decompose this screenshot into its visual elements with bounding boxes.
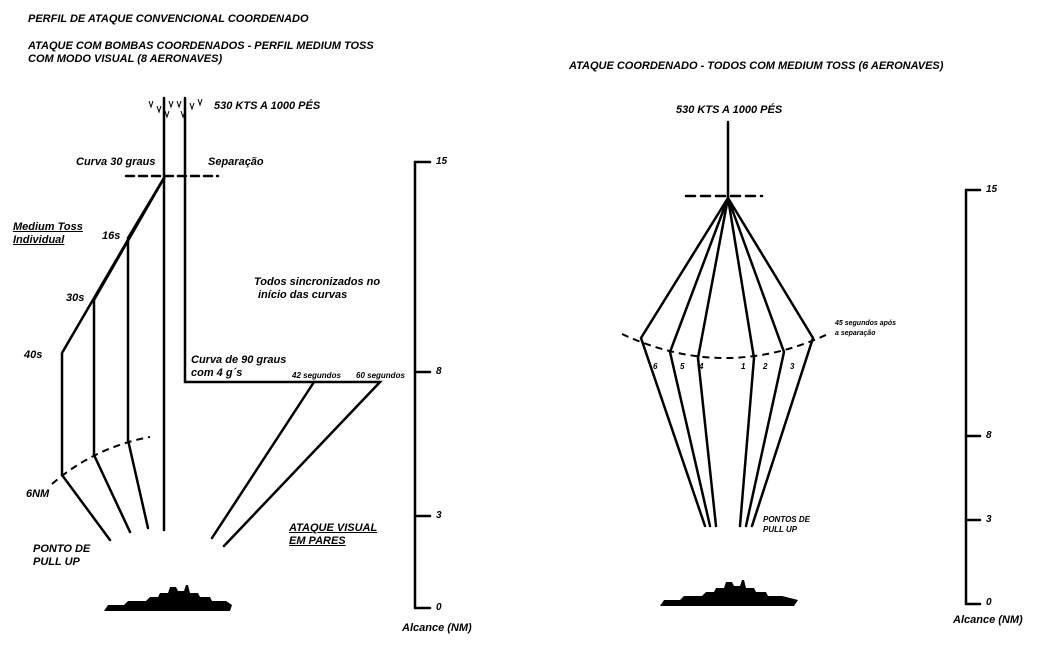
right-tick-15: 15: [986, 184, 998, 195]
aircraft-number-6: 6: [653, 362, 658, 371]
seg60-label: 60 segundos: [356, 371, 405, 380]
left-tick-15: 15: [436, 156, 448, 167]
path-aircraft-4: [696, 196, 730, 528]
ship-icon-left: [104, 585, 232, 611]
aircraft-number-2: 2: [763, 362, 768, 371]
visual-attack-label-2: EM PARES: [289, 535, 346, 547]
sep-note-1: 45 segundos após: [835, 320, 897, 327]
right-title: ATAQUE COORDENADO - TODOS COM MEDIUM TOS…: [569, 60, 944, 72]
left-speed-label: 530 KTS A 1000 PÉS: [214, 100, 321, 112]
toss-path-16s: [126, 176, 166, 530]
time-30s: 30s: [66, 292, 85, 304]
separation-label: Separação: [208, 156, 264, 168]
sep-note-2: a separação: [835, 330, 876, 337]
left-title: PERFIL DE ATAQUE CONVENCIONAL COORDENADO: [28, 13, 309, 25]
visual-attack-label-1: ATAQUE VISUAL: [289, 522, 378, 534]
right-tick-3: 3: [986, 514, 992, 525]
time-40s: 40s: [24, 349, 43, 361]
aircraft-number-1: 1: [741, 362, 746, 371]
path-aircraft-6: [639, 196, 730, 528]
curve30-label: Curva 30 graus: [76, 156, 156, 168]
timing-arc-left: [51, 436, 151, 485]
ship-icon-right: [660, 580, 798, 606]
right-tick-8: 8: [986, 430, 992, 441]
aircraft-number-4: 4: [699, 362, 704, 371]
sync-label-1: Todos sincronizados no: [254, 276, 381, 288]
sync-label-2: início das curvas: [258, 289, 348, 301]
left-tick-0: 0: [436, 602, 442, 613]
left-range-label: Alcance (NM): [402, 622, 472, 634]
curve90-label-1: Curva de 90 graus: [191, 354, 287, 366]
seg42-label: 42 segundos: [292, 371, 341, 380]
path-aircraft-1: [726, 196, 756, 528]
aircraft-number-3: 3: [790, 362, 795, 371]
pontos-label-2: PULL UP: [763, 525, 798, 534]
pontos-label-1: PONTOS DE: [763, 515, 810, 524]
medium-toss-label-1: Medium Toss: [13, 221, 83, 233]
path-aircraft-3: [726, 196, 815, 528]
right-tick-0: 0: [986, 597, 992, 608]
medium-toss-label-2: Individual: [13, 234, 65, 246]
right-speed-label: 530 KTS A 1000 PÉS: [676, 104, 783, 116]
timing-arc-right: [621, 333, 829, 359]
path-aircraft-2: [726, 196, 786, 528]
right-range-label: Alcance (NM): [953, 614, 1023, 626]
nm6-label: 6NM: [26, 488, 50, 500]
left-tick-8: 8: [436, 366, 442, 377]
left-subtitle-line1: ATAQUE COM BOMBAS COORDENADOS - PERFIL M…: [28, 40, 374, 52]
left-tick-3: 3: [436, 510, 442, 521]
pull-up-label-2: PULL UP: [33, 556, 80, 568]
left-subtitle-line2: COM MODO VISUAL (8 AERONAVES): [28, 53, 223, 65]
curve90-path-42s: [210, 380, 316, 540]
curve90-label-2: com 4 g´s: [191, 367, 243, 379]
aircraft-number-5: 5: [680, 362, 685, 371]
pull-up-label-1: PONTO DE: [33, 543, 91, 555]
time-16s: 16s: [102, 230, 121, 242]
curve90-path-60s: [183, 380, 383, 548]
